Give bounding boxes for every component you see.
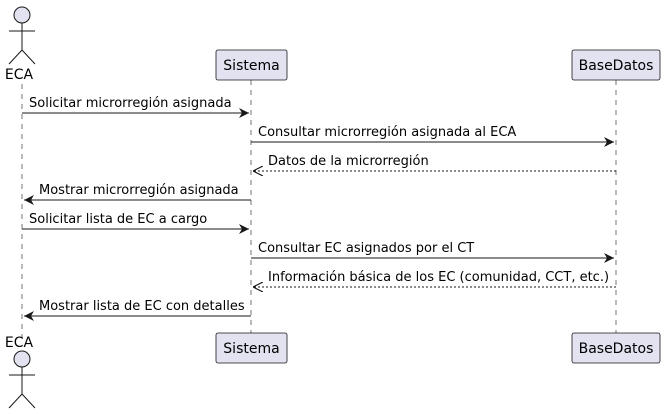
message: Consultar microrregión asignada al ECA (251, 125, 614, 147)
message: Información básica de los EC (comunidad,… (253, 270, 616, 287)
participant-label: Sistema (223, 341, 279, 357)
message-label: Datos de la microrregión (268, 154, 429, 169)
participant-box (215, 49, 288, 81)
participant-box (571, 332, 661, 364)
message-label: Solicitar lista de EC a cargo (29, 212, 207, 227)
message-label: Consultar EC asignados por el CT (258, 241, 474, 256)
participant-label: Sistema (223, 58, 279, 74)
message: Consultar EC asignados por el CT (251, 241, 614, 263)
message: Datos de la microrregión (253, 154, 616, 171)
actor-eca-top: ECA (5, 6, 36, 83)
participant-basedatos-bottom: BaseDatos (571, 332, 661, 364)
actor-label: ECA (5, 335, 34, 351)
message-label: Consultar microrregión asignada al ECA (258, 125, 516, 140)
participant-sistema-bottom: Sistema (215, 332, 288, 364)
participant-label: BaseDatos (579, 58, 654, 74)
stick-figure-icon (8, 6, 36, 65)
message: Solicitar lista de EC a cargo (22, 212, 249, 234)
participant-label: BaseDatos (579, 341, 654, 357)
message: Mostrar lista de EC con detalles (24, 299, 251, 321)
participant-sistema-top: Sistema (215, 49, 288, 81)
message: Solicitar microrregión asignada (22, 96, 249, 118)
actor-label: ECA (5, 67, 34, 83)
message-label: Mostrar microrregión asignada (39, 183, 239, 198)
message-label: Mostrar lista de EC con detalles (39, 299, 245, 314)
message-label: Información básica de los EC (comunidad,… (268, 270, 609, 285)
participant-box (571, 49, 661, 81)
message-label: Solicitar microrregión asignada (29, 96, 232, 111)
participant-box (215, 332, 288, 364)
stick-figure-icon (8, 350, 36, 409)
participant-basedatos-top: BaseDatos (571, 49, 661, 81)
message: Mostrar microrregión asignada (24, 183, 251, 205)
actor-eca-bottom: ECA (5, 335, 36, 409)
